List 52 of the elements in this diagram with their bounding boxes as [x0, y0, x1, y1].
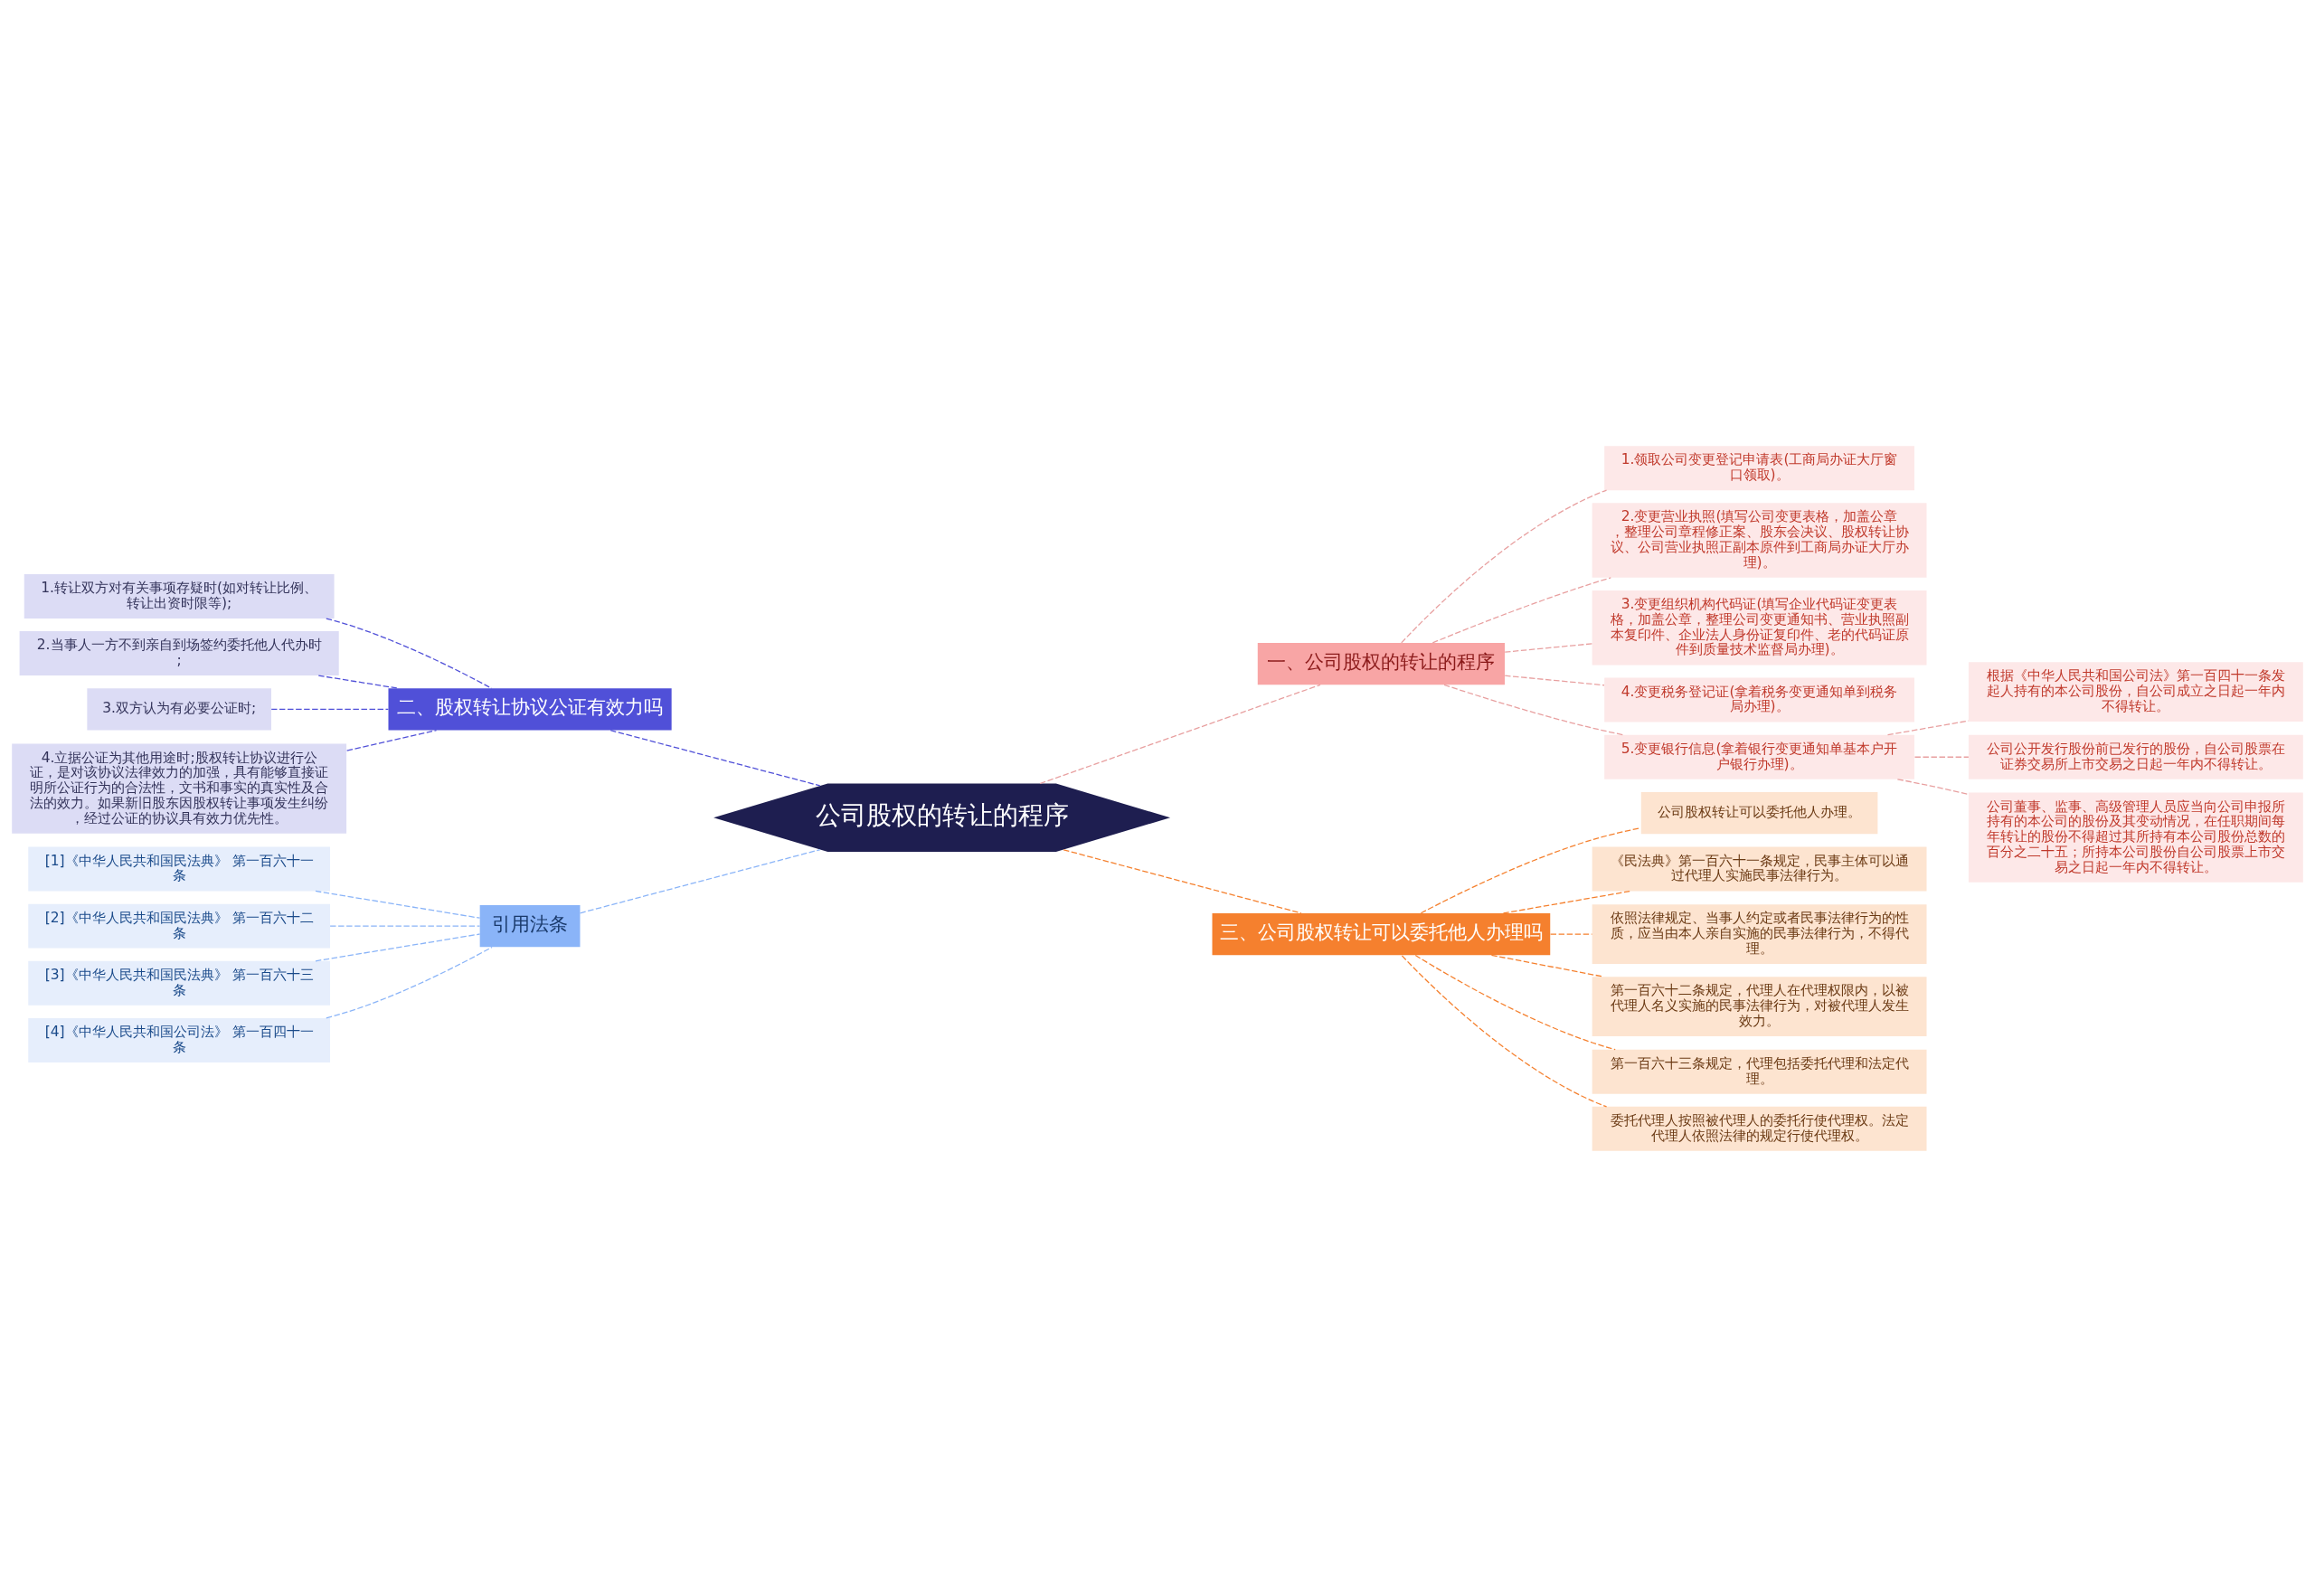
connector	[346, 729, 438, 751]
connector	[1432, 576, 1611, 643]
connector	[315, 932, 481, 961]
connector	[326, 946, 493, 1018]
node-box: [3]《中华人民共和国民法典》 第一百六十三条	[28, 960, 331, 1006]
connector	[1896, 778, 1969, 795]
connector	[1913, 756, 1970, 758]
connector	[317, 674, 399, 689]
node-box: 4.变更税务登记证(拿着税务变更通知单到税务局办理)。	[1604, 677, 1914, 722]
node-box: 依照法律规定、当事人约定或者民事法律行为的性质，应当由本人亲自实施的民事法律行为，不得代理。	[1592, 903, 1927, 964]
node-box: 公司公开发行股份前已发行的股份，自公司股票在证券交易所上市交易之日起一年内不得转让。	[1968, 734, 2303, 779]
node-box: 委托代理人按照被代理人的委托行使代理权。法定代理人依照法律的规定行使代理权。	[1592, 1106, 1927, 1151]
node-box: 第一百六十三条规定，代理包括委托代理和法定代理。	[1592, 1049, 1927, 1094]
connector	[1886, 720, 1970, 735]
node-box: [1]《中华人民共和国民法典》 第一百六十一条	[28, 846, 331, 891]
node-box: 三、公司股权转让可以委托他人办理吗	[1212, 912, 1551, 955]
connector	[1504, 642, 1593, 653]
node-box: 5.变更银行信息(拿着银行变更通知单基本户开户银行办理)。	[1604, 734, 1914, 779]
connector	[1502, 890, 1631, 914]
connector	[1549, 933, 1593, 935]
connector	[579, 848, 821, 913]
node-box: 引用法条	[479, 904, 581, 947]
connector	[609, 729, 821, 787]
node-box: 《民法典》第一百六十一条规定，民事主体可以通过代理人实施民事法律行为。	[1592, 846, 1927, 891]
connector	[1063, 848, 1302, 914]
connector	[1401, 954, 1608, 1107]
node-box: 二、股权转让协议公证有效力吗	[388, 687, 672, 731]
node-box: [4]《中华人民共和国公司法》 第一百四十一条	[28, 1017, 331, 1062]
connector	[315, 890, 481, 919]
connector	[1401, 489, 1608, 643]
node-box: 3.双方认为有必要公证时;	[87, 687, 271, 731]
node-box: 1.转让双方对有关事项存疑时(如对转让比例、转让出资时限等);	[24, 573, 335, 619]
connector	[329, 924, 481, 927]
node-box: 公司股权转让可以委托他人办理。	[1640, 791, 1878, 834]
connector	[1414, 954, 1616, 1050]
connector	[1443, 684, 1624, 735]
node-box: 一、公司股权的转让的程序	[1257, 642, 1505, 685]
node-box: 2.变更营业执照(填写公司变更表格，加盖公章，整理公司章程修正案、股东会决议、股权转让协议、公司营业执照正副本原件到工商局办证大厅办理)。	[1592, 502, 1927, 578]
connector	[1504, 675, 1605, 685]
node-box: [2]《中华人民共和国民法典》 第一百六十二条	[28, 903, 331, 949]
connector	[1420, 826, 1642, 913]
connector	[1039, 684, 1321, 784]
node-box: 2.当事人一方不到亲自到场签约委托他人代办时;	[19, 630, 339, 675]
node-box: 公司董事、监事、高级管理人员应当向公司申报所持有的本公司的股份及其变动情况，在任职期间每年转让的股份不得超过其所持有本公司股份总数的百分之二十五；所持本公司股份自公司股票上市交易之日起一年内不得转让。	[1968, 792, 2303, 883]
connector	[270, 708, 390, 710]
connector	[326, 617, 493, 689]
node-box: 第一百六十二条规定，代理人在代理权限内，以被代理人名义实施的民事法律行为，对被代理人发生效力。	[1592, 976, 1927, 1036]
node-box: 4.立据公证为其他用途时;股权转让协议进行公证，是对该协议法律效力的加强，具有能够直接证明所公证行为的合法性，文书和事实的真实性及合法的效力。如果新旧股东因股权转让事项发生纠纷，经过公证的协议具有效力优先性。	[12, 742, 347, 834]
node-box: 1.领取公司变更登记申请表(工商局办证大厅窗口领取)。	[1604, 445, 1914, 490]
node-box: 根据《中华人民共和国公司法》第一百四十一条发起人持有的本公司股份，自公司成立之日起一年内不得转让。	[1968, 661, 2303, 722]
node-box: 3.变更组织机构代码证(填写企业代码证变更表格，加盖公章，整理公司变更通知书、营业执照副本复印件、企业法人身份证复印件、老的代码证原件到质量技术监督局办理)。	[1592, 590, 1927, 665]
connector	[1490, 954, 1604, 977]
